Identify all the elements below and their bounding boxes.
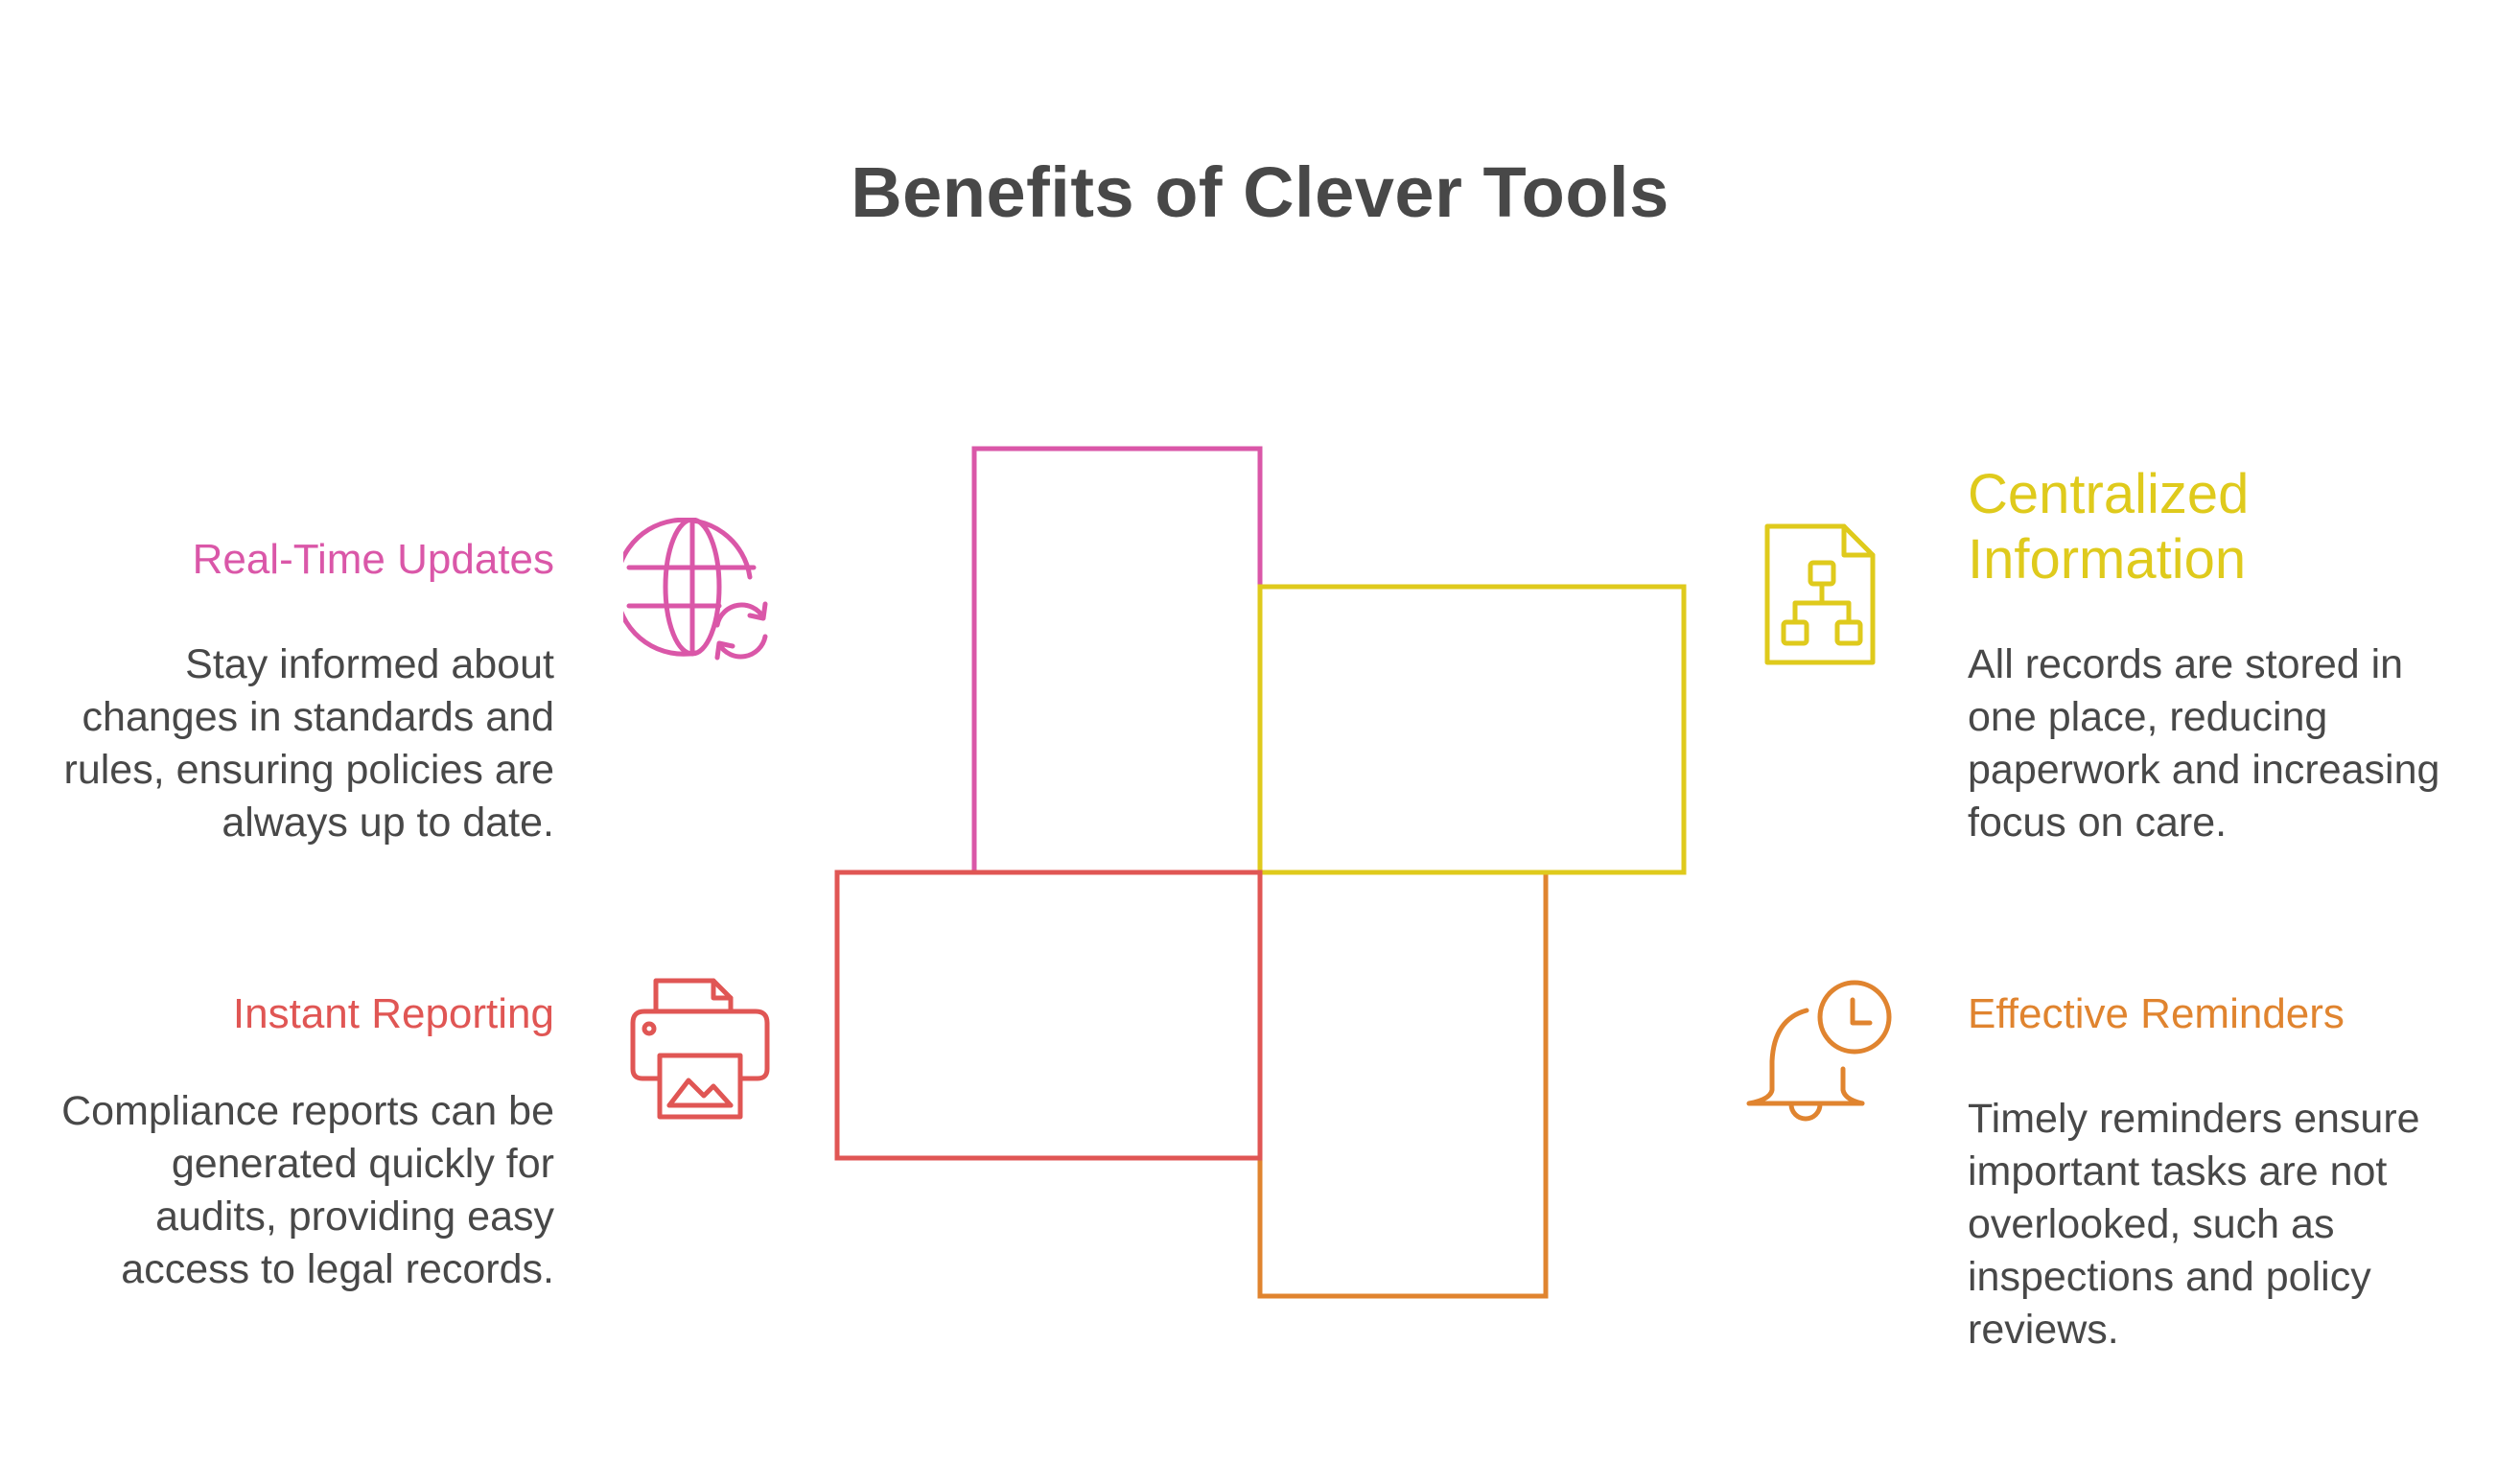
sitemap-file-icon [1764,523,1876,665]
instant-reporting-title: Instant Reporting [232,990,554,1037]
instant-reporting-description: Compliance reports can be generated quic… [61,1088,554,1292]
centralized-information-description: All records are stored in one place, red… [1968,641,2440,846]
effective-reminders-description: Timely reminders ensure important tasks … [1968,1096,2420,1353]
pink-rectangle [971,446,1263,875]
centralized-information-title: Centralized Information [1968,463,2250,591]
printer-icon [630,978,770,1120]
globe-refresh-icon [623,518,768,661]
red-rectangle [834,870,1263,1161]
yellow-rectangle [1257,584,1687,875]
bell-clock-icon [1746,980,1892,1122]
real-time-updates-description: Stay informed about changes in standards… [63,641,555,846]
real-time-updates-title: Real-Time Updates [192,536,554,583]
orange-rectangle [1257,870,1549,1299]
effective-reminders-title: Effective Reminders [1968,990,2345,1037]
page-title: Benefits of Clever Tools [851,152,1669,232]
